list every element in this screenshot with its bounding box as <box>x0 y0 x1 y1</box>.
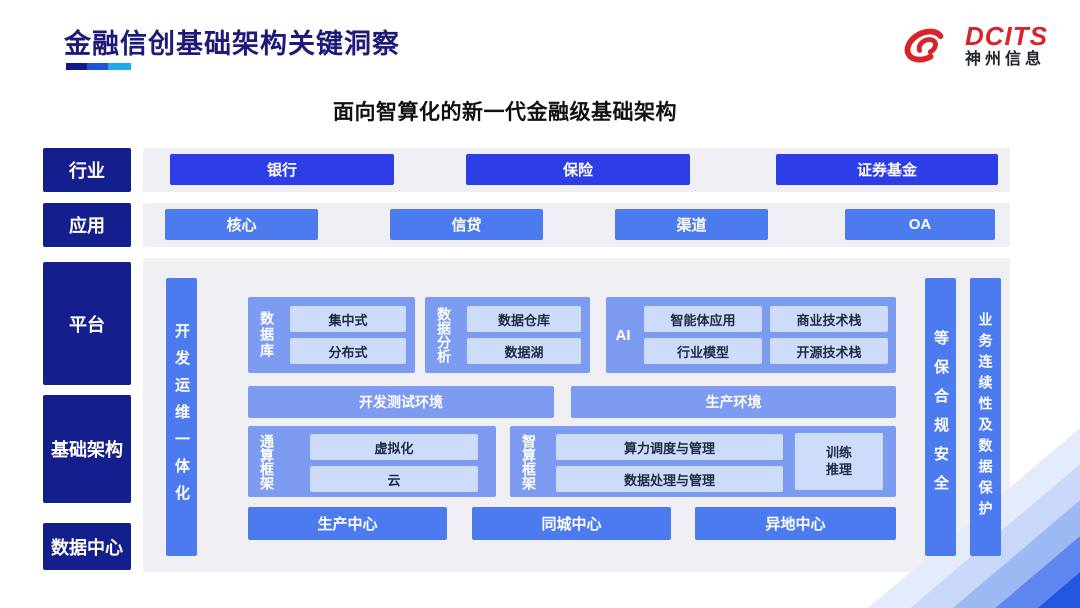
page-title: 金融信创基础架构关键洞察 <box>64 29 400 59</box>
industry-row: 银行 保险 证券基金 <box>143 148 1010 192</box>
gc-item-cloud: 云 <box>310 466 478 492</box>
logo-brand-cn-text: 神州信息 <box>965 51 1046 69</box>
database-section-label: 数据库 <box>259 311 275 359</box>
general-compute-label: 通算框架 <box>259 433 275 490</box>
ic-item-data-processing: 数据处理与管理 <box>556 466 783 492</box>
gc-item-virtualization: 虚拟化 <box>310 434 478 460</box>
ai-compute-label: 智算框架 <box>521 433 537 490</box>
env-devtest-bar: 开发测试环境 <box>248 386 554 418</box>
business-continuity-label: 业务连续性及数据保护 <box>977 312 994 522</box>
ai-item-agent-app: 智能体应用 <box>644 306 762 332</box>
rail-label-application: 应用 <box>43 203 131 247</box>
analytics-section-label: 数据分析 <box>436 307 452 363</box>
ai-item-industry-model: 行业模型 <box>644 338 762 364</box>
industry-item-bank: 银行 <box>170 154 394 185</box>
dc-item-remote-center: 异地中心 <box>695 507 896 540</box>
app-item-credit: 信贷 <box>390 209 543 240</box>
rail-label-platform: 平台 <box>43 262 131 385</box>
analytics-section: 数据分析 数据仓库 数据湖 <box>425 297 590 373</box>
ai-section: AI 智能体应用 商业技术栈 行业模型 开源技术栈 <box>606 297 896 373</box>
analytics-item-warehouse: 数据仓库 <box>467 306 581 332</box>
ai-section-label: AI <box>615 326 631 344</box>
application-row: 核心 信贷 渠道 OA <box>143 203 1010 247</box>
logo-brand-text: DCITS <box>965 20 1048 51</box>
dcits-swirl-icon <box>904 28 944 63</box>
diagram-title: 面向智算化的新一代金融级基础架构 <box>333 101 677 124</box>
app-item-oa: OA <box>845 209 995 240</box>
database-item-centralized: 集中式 <box>290 306 406 332</box>
rail-label-infrastructure: 基础架构 <box>43 395 131 503</box>
industry-item-insurance: 保险 <box>466 154 690 185</box>
company-logo: DCITS 神州信息 <box>895 18 1048 74</box>
security-compliance-label: 等保合规安全 <box>932 330 949 504</box>
ai-item-opensource-stack: 开源技术栈 <box>770 338 888 364</box>
general-compute-section: 通算框架 虚拟化 云 <box>248 426 496 497</box>
business-continuity-bar: 业务连续性及数据保护 <box>970 278 1001 556</box>
app-item-channel: 渠道 <box>615 209 768 240</box>
architecture-panel: 开发运维一体化 数据库 集中式 分布式 数据分析 数据仓库 数据湖 AI 智能体… <box>143 258 1010 572</box>
devops-bar-label: 开发运维一体化 <box>173 322 190 512</box>
ic-item-train-infer: 训练 推理 <box>795 433 883 490</box>
rail-label-datacenter: 数据中心 <box>43 523 131 570</box>
title-underline <box>66 63 131 70</box>
dc-item-production-center: 生产中心 <box>248 507 447 540</box>
dc-item-samecity-center: 同城中心 <box>472 507 671 540</box>
env-production-bar: 生产环境 <box>571 386 896 418</box>
database-item-distributed: 分布式 <box>290 338 406 364</box>
database-section: 数据库 集中式 分布式 <box>248 297 415 373</box>
rail-label-industry: 行业 <box>43 148 131 192</box>
security-compliance-bar: 等保合规安全 <box>925 278 956 556</box>
ai-compute-section: 智算框架 算力调度与管理 数据处理与管理 训练 推理 <box>510 426 896 497</box>
industry-item-securities: 证券基金 <box>776 154 998 185</box>
ai-item-commercial-stack: 商业技术栈 <box>770 306 888 332</box>
ic-item-compute-scheduling: 算力调度与管理 <box>556 434 783 460</box>
analytics-item-lake: 数据湖 <box>467 338 581 364</box>
devops-vertical-bar: 开发运维一体化 <box>166 278 197 556</box>
app-item-core: 核心 <box>165 209 318 240</box>
